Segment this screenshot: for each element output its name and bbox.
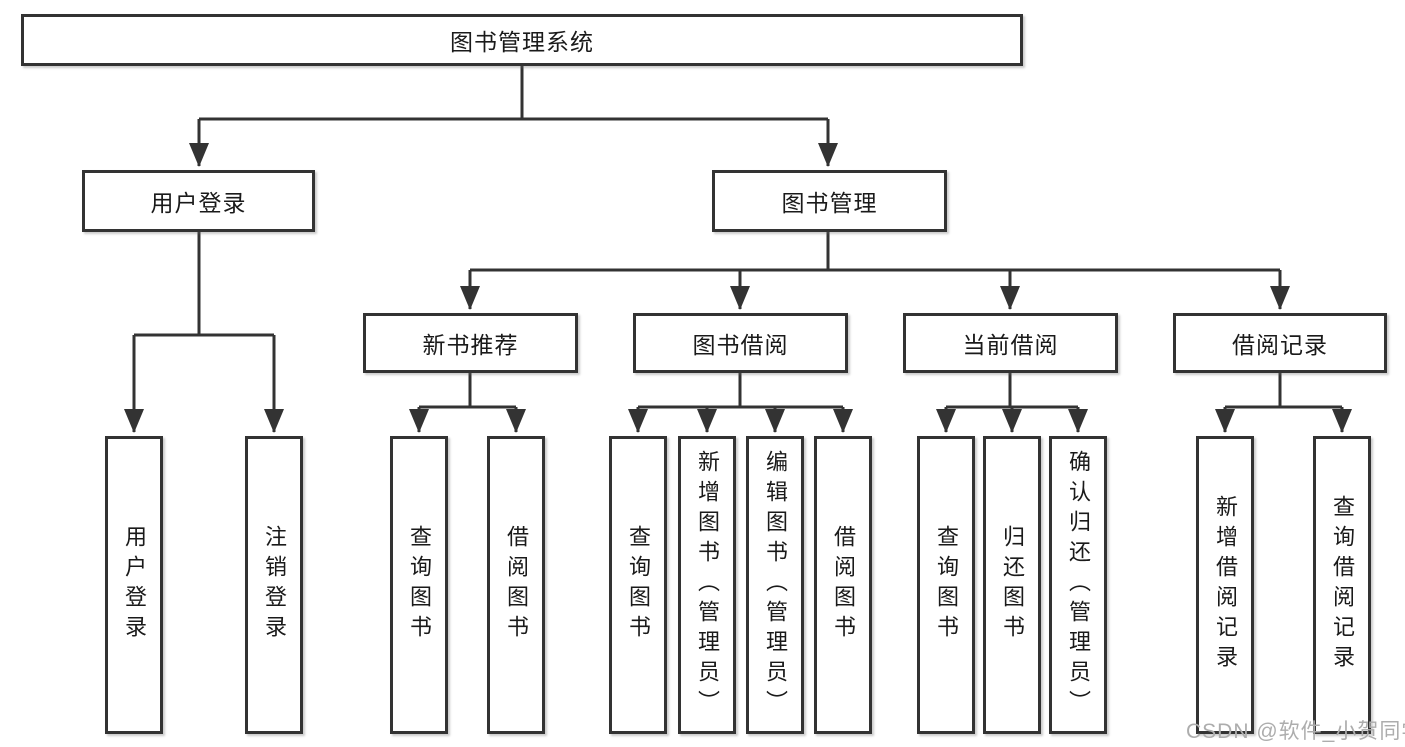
leaf-borrowing-query-books: 查询图书	[609, 436, 667, 734]
leaf-newbooks-borrow-books: 借阅图书	[487, 436, 545, 734]
leaf-current-query-books: 查询图书	[917, 436, 975, 734]
leaf-borrowing-borrow-books: 借阅图书	[814, 436, 872, 734]
leaf-current-confirm-return-admin: 确认归还（管理员）	[1049, 436, 1107, 734]
node-borrowing-records: 借阅记录	[1173, 313, 1387, 373]
leaf-borrowing-add-books-admin: 新增图书（管理员）	[678, 436, 736, 734]
node-current-borrowing: 当前借阅	[903, 313, 1118, 373]
node-library-management-system: 图书管理系统	[21, 14, 1023, 66]
leaf-records-query-record: 查询借阅记录	[1313, 436, 1371, 734]
node-book-borrowing: 图书借阅	[633, 313, 848, 373]
node-book-management: 图书管理	[712, 170, 947, 232]
leaf-newbooks-query-books: 查询图书	[390, 436, 448, 734]
leaf-current-return-books: 归还图书	[983, 436, 1041, 734]
leaf-logout: 注销登录	[245, 436, 303, 734]
leaf-records-add-record: 新增借阅记录	[1196, 436, 1254, 734]
csdn-watermark: CSDN @软件_小贺同学	[1186, 720, 1405, 743]
leaf-user-login: 用户登录	[105, 436, 163, 734]
node-user-login: 用户登录	[82, 170, 315, 232]
node-new-book-recommendation: 新书推荐	[363, 313, 578, 373]
leaf-borrowing-edit-books-admin: 编辑图书（管理员）	[746, 436, 804, 734]
